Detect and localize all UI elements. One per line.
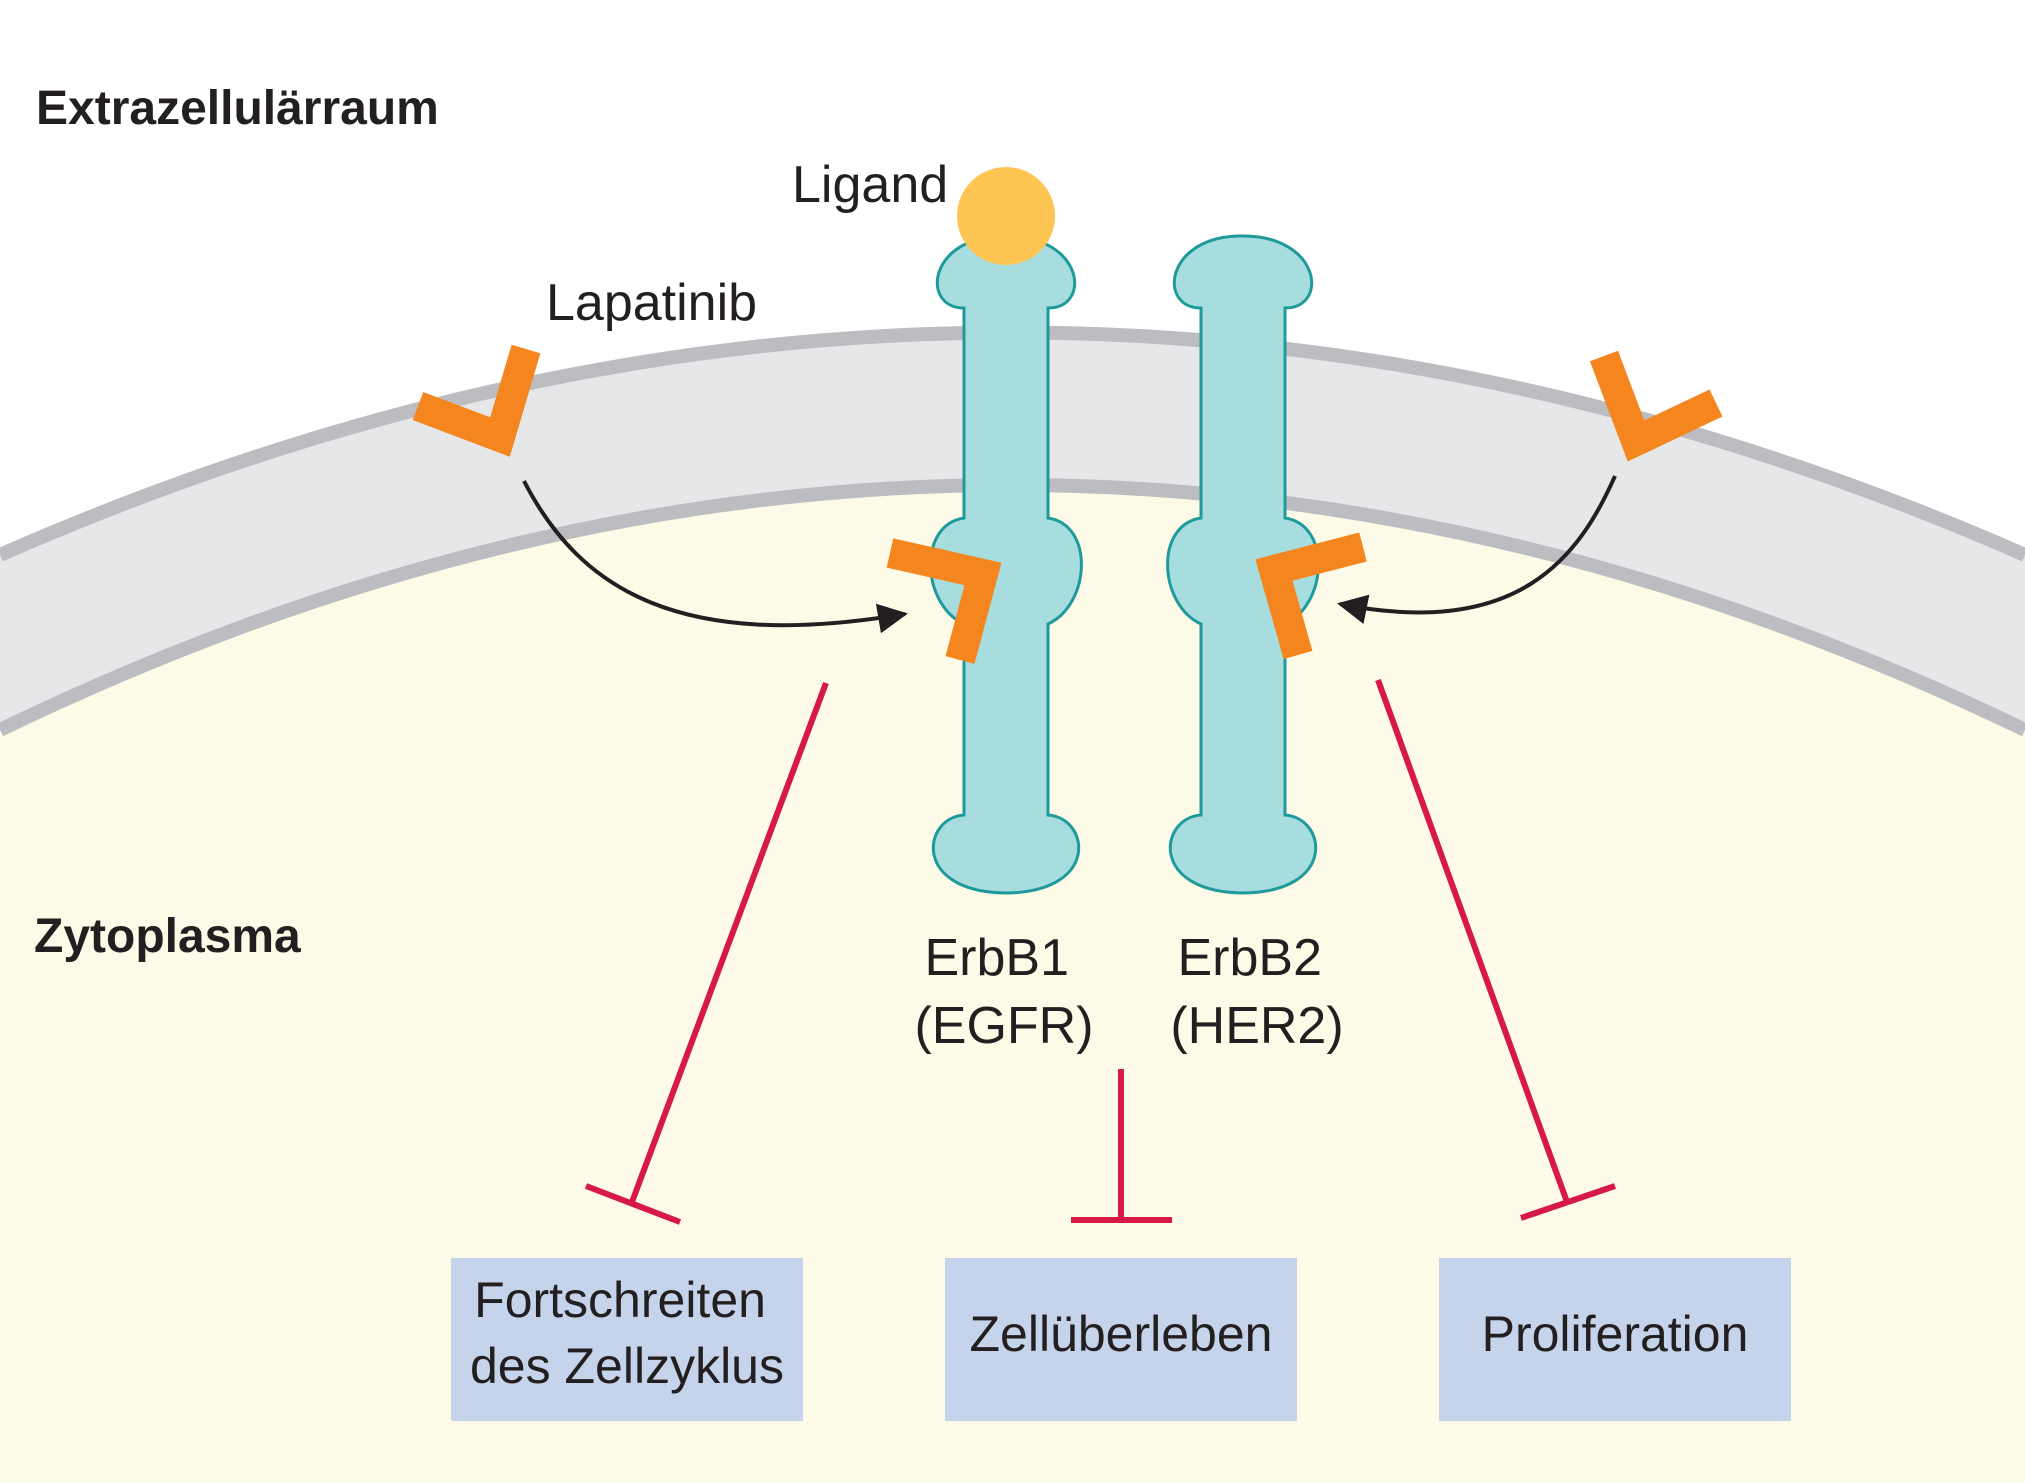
lapatinib-bound-erbb2	[1255, 532, 1367, 660]
inhibition-bar-cell-cycle	[584, 1183, 682, 1225]
outcome-box-cell-cycle	[451, 1258, 803, 1421]
erbb2-name: ErbB2	[1178, 929, 1323, 987]
lapatinib-bound-erbb1	[886, 538, 1002, 664]
ligand-circle	[957, 167, 1055, 265]
inhibition-cell-cycle	[584, 681, 829, 1225]
outcome-cell-cycle-line1: Fortschreiten	[474, 1272, 766, 1328]
outcome-text-proliferation: Proliferation	[1482, 1306, 1749, 1362]
cytoplasm-area	[0, 485, 2025, 1483]
lapatinib-label: Lapatinib	[546, 274, 757, 332]
outcome-box-survival	[945, 1258, 1297, 1421]
outcome-cell-cycle-line2: des Zellzyklus	[470, 1338, 784, 1394]
inhibition-bar-proliferation	[1520, 1183, 1616, 1221]
outcome-cell-cycle: Fortschreiten des Zellzyklus	[451, 1258, 803, 1421]
erbb2-receptor	[1166, 234, 1320, 895]
erbb2-receptor-body	[1166, 234, 1320, 895]
outcome-text-survival: Zellüberleben	[970, 1306, 1273, 1362]
inhibition-proliferation	[1375, 678, 1616, 1221]
binding-arrow-left	[522, 480, 908, 634]
erbb2-alias: (HER2)	[1170, 997, 1343, 1055]
lapatinib-free-right	[1589, 350, 1723, 462]
erbb2-label: ErbB2 (HER2)	[1170, 929, 1343, 1055]
inhibition-line-cell-cycle	[629, 681, 829, 1204]
cytoplasm-label: Zytoplasma	[34, 910, 301, 963]
inhibition-line-proliferation	[1375, 678, 1570, 1204]
outcome-text-cell-cycle: Fortschreiten des Zellzyklus	[470, 1272, 784, 1394]
outcome-survival: Zellüberleben	[945, 1258, 1297, 1421]
binding-arrow-right	[1337, 475, 1617, 624]
outcome-proliferation: Proliferation	[1439, 1258, 1791, 1421]
extracellular-label: Extrazellulärraum	[36, 82, 439, 135]
lapatinib-free-left	[412, 344, 541, 457]
ligand-label: Ligand	[792, 156, 948, 214]
erbb1-alias: (EGFR)	[914, 997, 1093, 1055]
erbb1-label: ErbB1 (EGFR)	[914, 929, 1093, 1055]
erbb1-name: ErbB1	[925, 929, 1070, 987]
outcome-box-proliferation	[1439, 1258, 1791, 1421]
inhibition-survival	[1071, 1069, 1172, 1223]
